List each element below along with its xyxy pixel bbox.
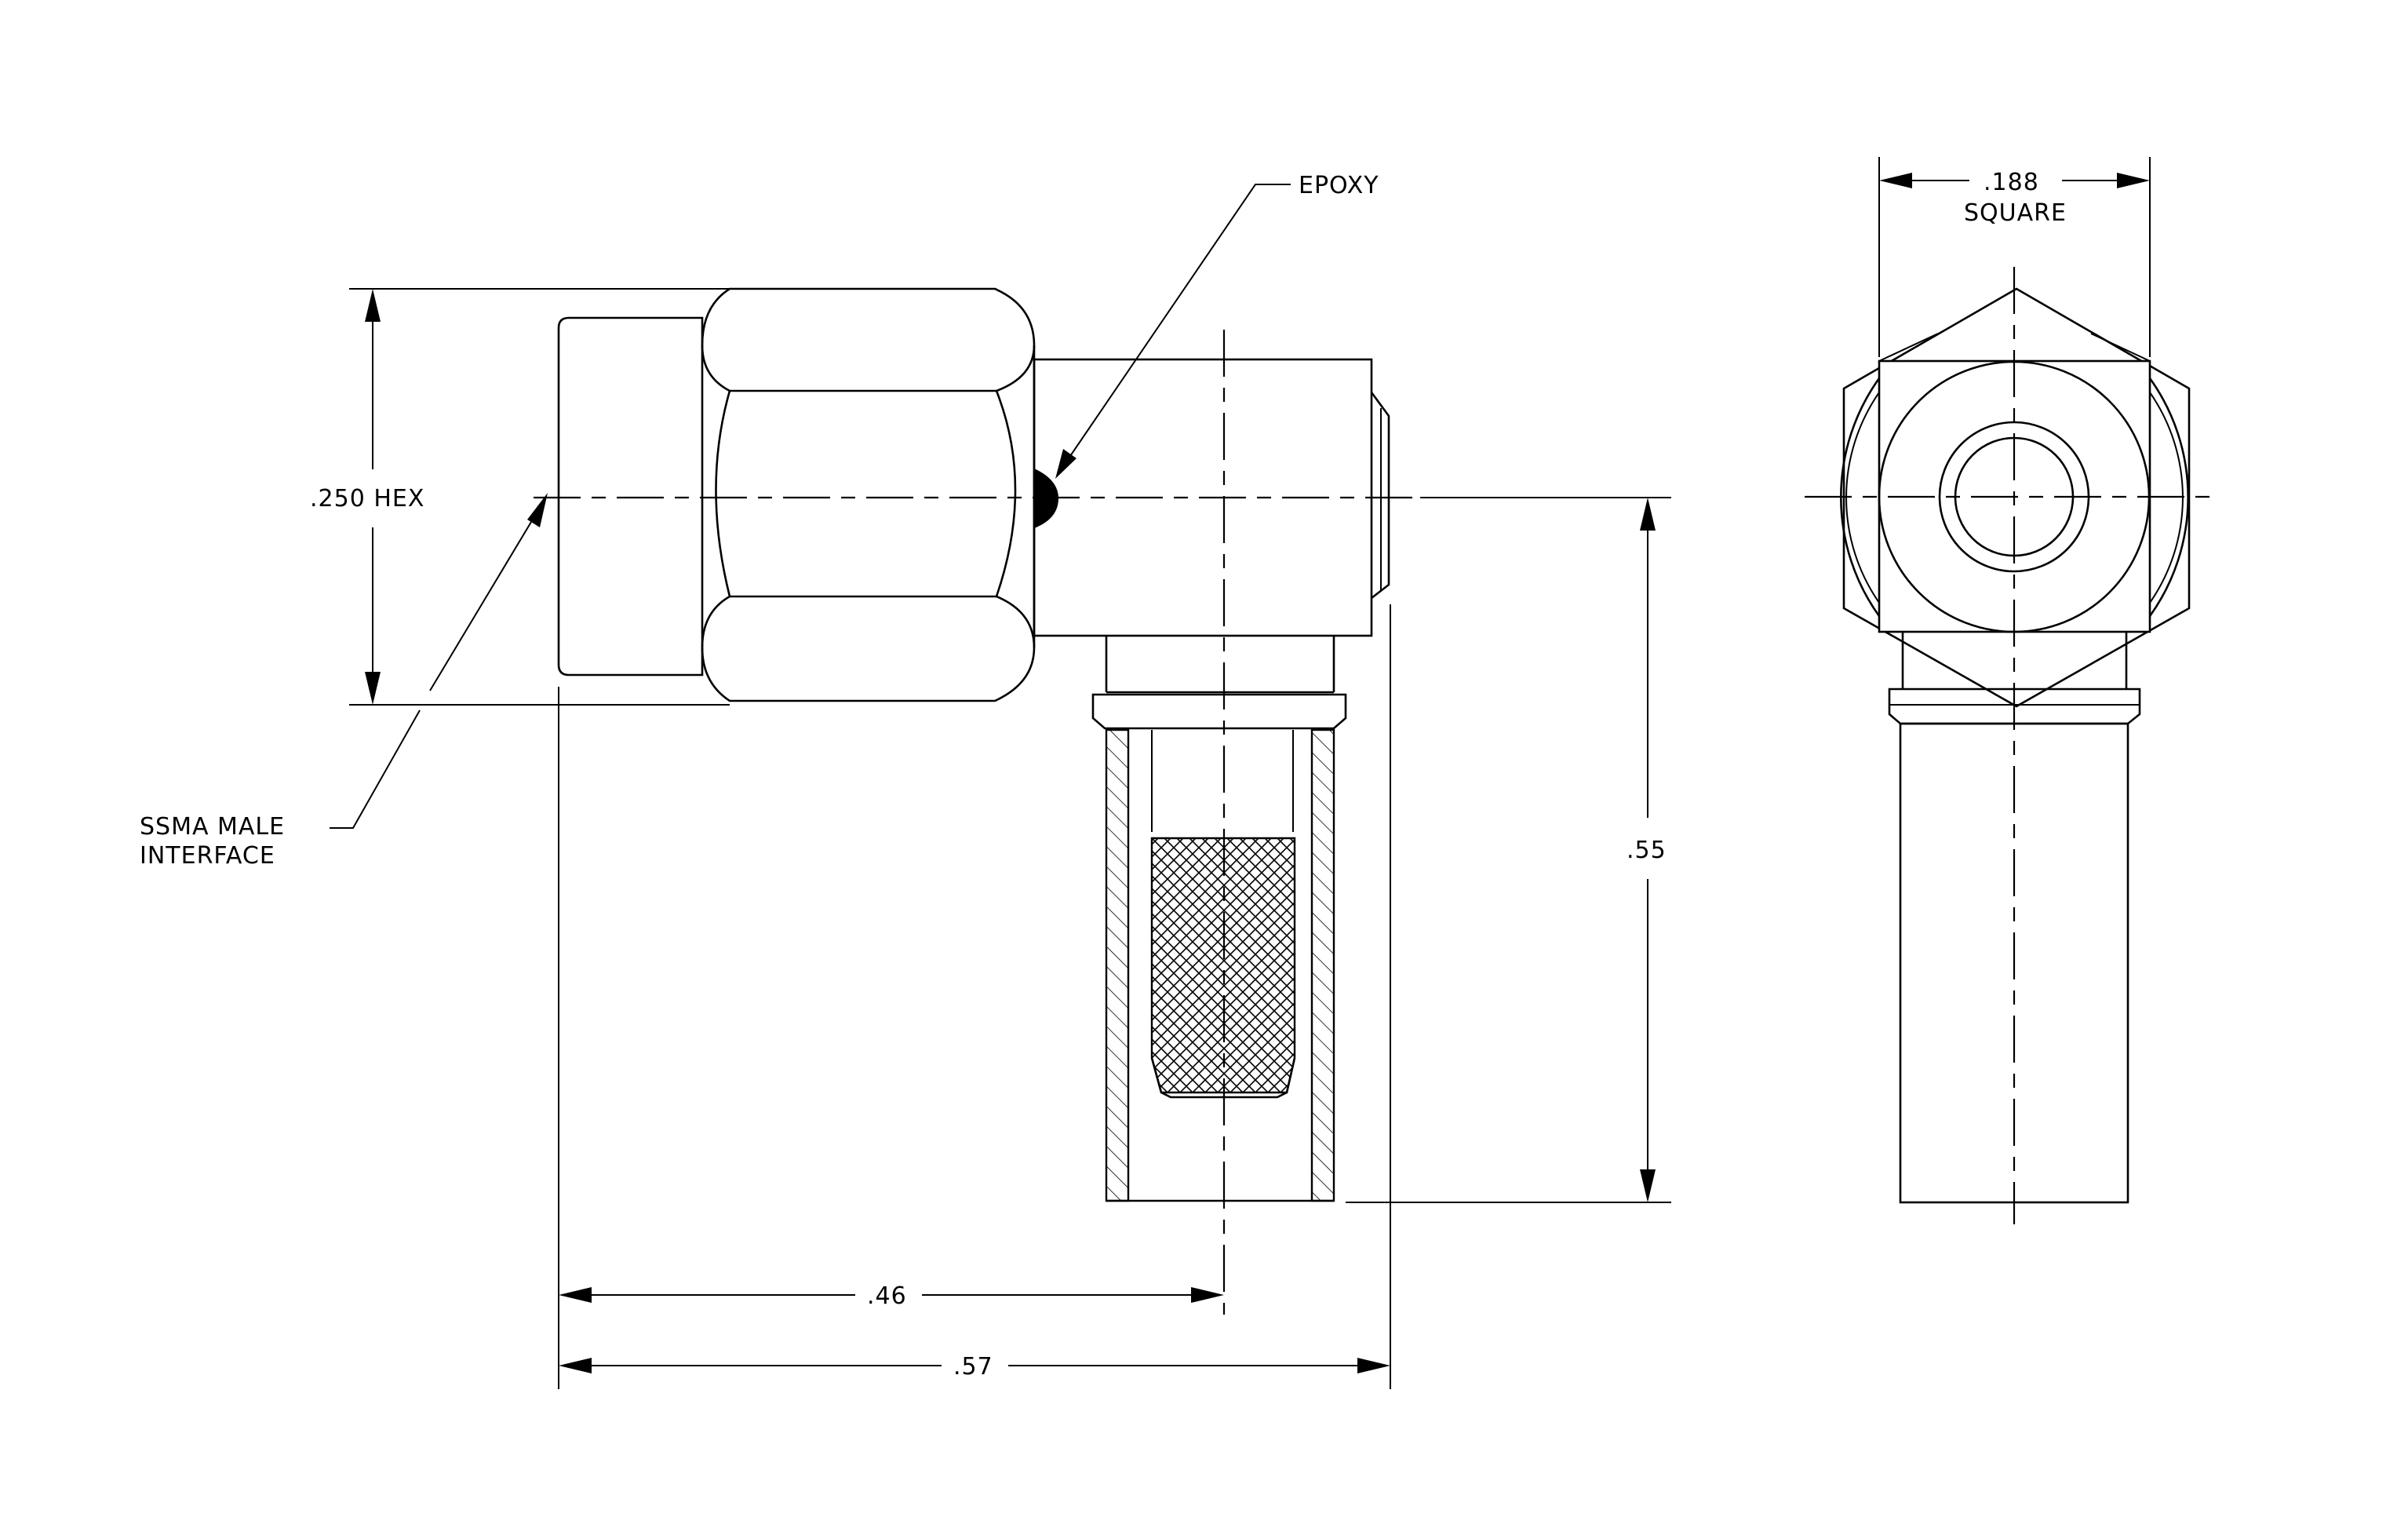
ssma-label-line1: SSMA MALE bbox=[140, 813, 285, 841]
epoxy-label: EPOXY bbox=[1299, 172, 1379, 199]
cable-entry bbox=[1091, 636, 1347, 730]
hex-nut bbox=[701, 287, 1036, 702]
end-view: .188 SQUARE bbox=[1805, 157, 2220, 1224]
ssma-label-line2: INTERFACE bbox=[140, 842, 275, 870]
dim-046-label: .46 bbox=[867, 1282, 907, 1310]
ferrule-section bbox=[1105, 728, 1335, 1202]
side-view bbox=[534, 287, 1420, 1315]
dim-055-label: .55 bbox=[1627, 837, 1667, 864]
hex-dim-label: .250 HEX bbox=[310, 485, 424, 512]
square-word-label: SQUARE bbox=[1964, 199, 2067, 227]
interface-nose bbox=[557, 316, 704, 677]
square-value-label: .188 bbox=[1984, 169, 2039, 196]
dimensions: .250 HEX SSMA MALE INTERFACE EPOXY .55 .… bbox=[140, 172, 1671, 1389]
dim-057-label: .57 bbox=[953, 1353, 993, 1381]
